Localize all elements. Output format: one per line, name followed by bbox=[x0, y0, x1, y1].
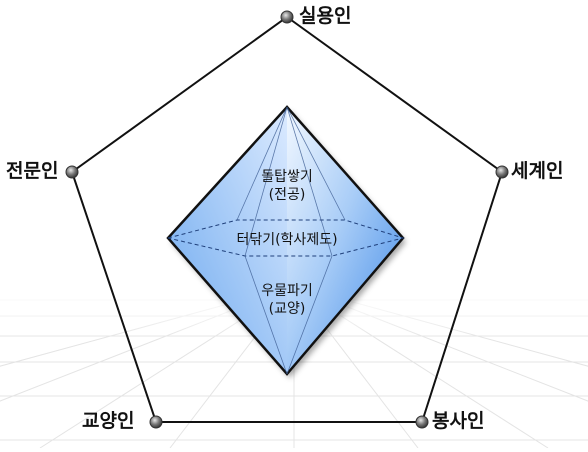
label-bottom-left: 교양인 bbox=[82, 410, 135, 432]
diamond-edges bbox=[166, 105, 405, 376]
node-right bbox=[495, 165, 509, 179]
layer-middle-text: 터닦기(학사제도) bbox=[236, 232, 338, 248]
pentagon-outline bbox=[70, 15, 504, 423]
node-left bbox=[65, 165, 79, 179]
label-top: 실용인 bbox=[299, 5, 352, 27]
pentagon-nodes bbox=[65, 10, 509, 429]
node-bottom-right bbox=[415, 415, 429, 429]
node-top bbox=[280, 10, 294, 24]
label-bottom-right: 봉사인 bbox=[432, 410, 485, 432]
layer-bottom-name: 우물파기 bbox=[261, 283, 313, 299]
layer-top-sub: (전공) bbox=[268, 187, 306, 203]
layer-top-name: 돌탑쌓기 bbox=[261, 169, 313, 185]
label-left: 전문인 bbox=[6, 160, 59, 182]
node-bottom-left bbox=[149, 415, 163, 429]
layer-bottom-text: 우물파기 (교양) bbox=[237, 282, 337, 318]
label-right: 세계인 bbox=[511, 160, 564, 182]
layer-bottom-sub: (교양) bbox=[268, 301, 306, 317]
layer-top-text: 돌탑쌓기 (전공) bbox=[237, 168, 337, 204]
